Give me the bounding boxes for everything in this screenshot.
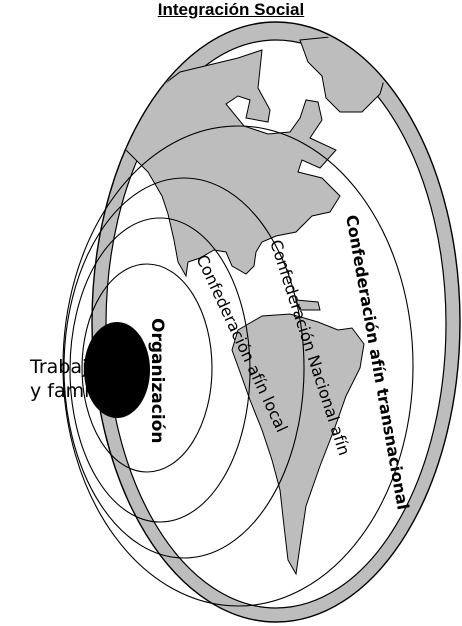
north-america-shape [119,49,341,278]
south-america-shape [231,313,365,576]
core-label: Trabajador y familia [30,355,150,403]
label-organizacion: Organización [147,318,167,443]
ring-transnacional [62,125,414,607]
ring-nacional [63,177,305,559]
continents [119,35,389,576]
concentric-rings [62,125,414,607]
diagram-title: Integración Social [157,0,305,19]
core-label-line1: Trabajador [30,356,131,378]
ring-organizacion [81,263,213,473]
caribbean-shape [295,299,321,311]
core-label-line2: y familia [30,380,112,402]
ring-local [69,217,251,523]
core-worker-family [84,322,150,418]
